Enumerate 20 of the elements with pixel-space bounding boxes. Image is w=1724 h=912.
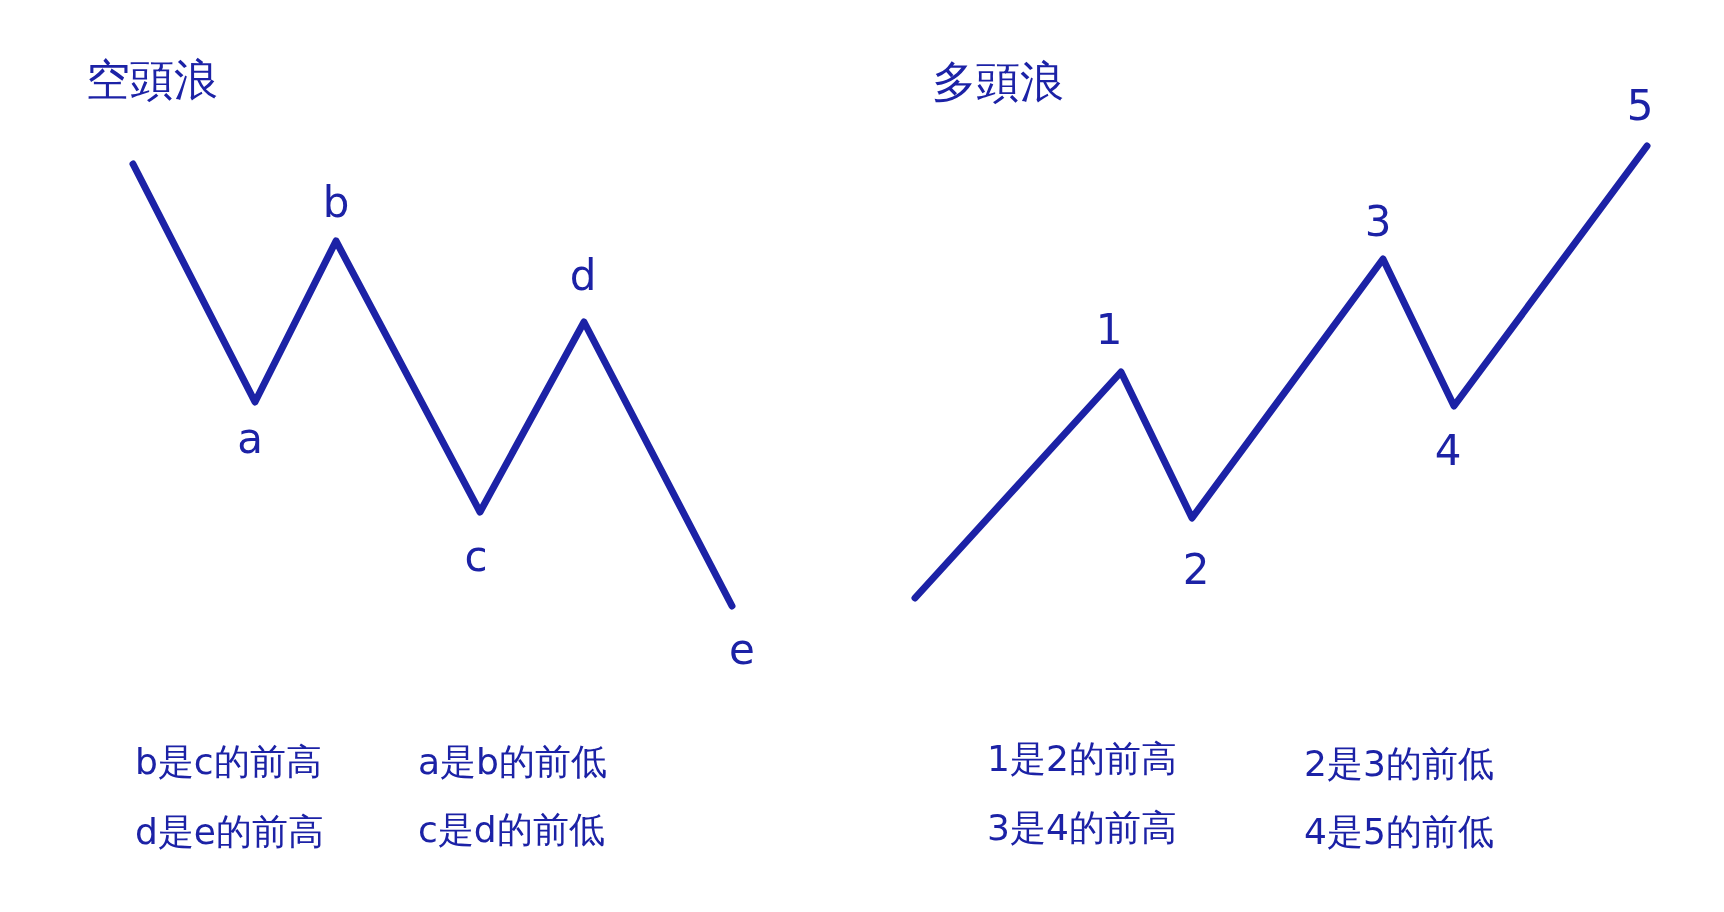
point-label: 3 [1364,201,1392,243]
chart-heading: 空頭浪 [86,58,218,102]
note-text: d是e的前高 [135,814,324,850]
note-text: 4是5的前低 [1304,814,1494,850]
chart-heading: 多頭浪 [932,60,1064,104]
note-text: 2是3的前低 [1304,746,1494,782]
note-text: b是c的前高 [135,744,322,780]
point-label: a [237,418,263,460]
note-text: c是d的前低 [418,812,605,848]
point-label: 1 [1095,309,1123,351]
point-label: 5 [1626,85,1654,127]
note-text: 3是4的前高 [987,810,1177,846]
note-text: a是b的前低 [418,744,607,780]
point-label: 2 [1182,549,1210,591]
point-label: 4 [1434,430,1462,472]
point-label: b [322,182,350,224]
note-text: 1是2的前高 [987,741,1177,777]
point-label: e [729,629,755,671]
point-label: c [464,536,488,578]
point-label: d [569,255,597,297]
